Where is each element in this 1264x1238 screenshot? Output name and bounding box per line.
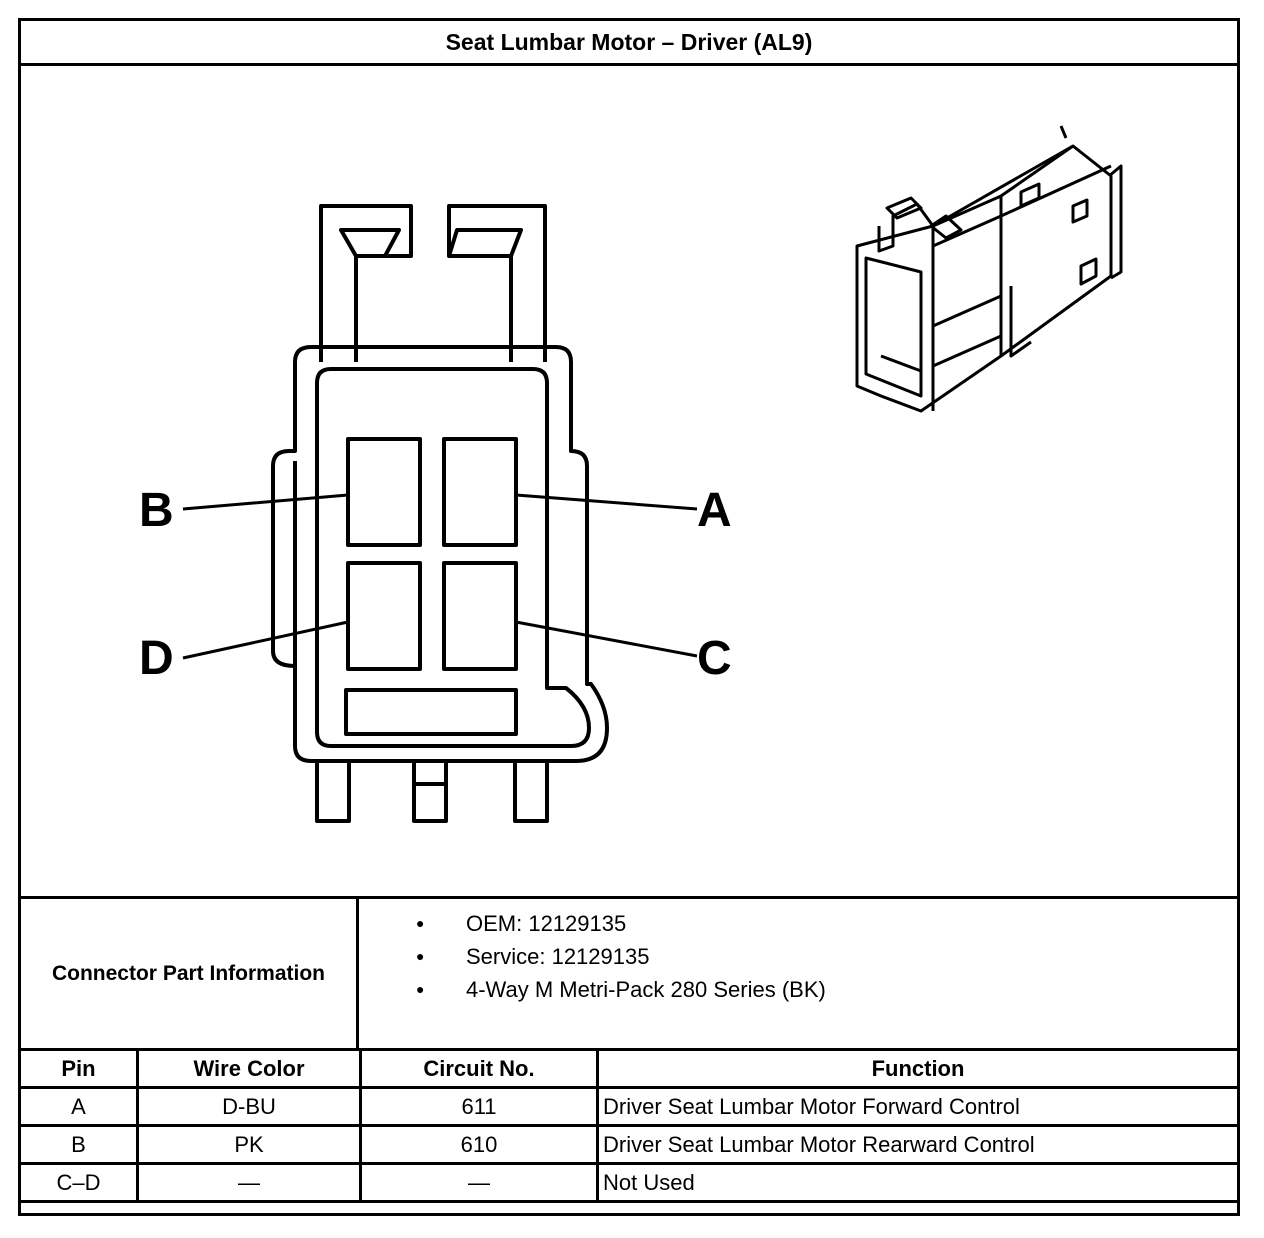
info-item-oem: OEM: 12129135 xyxy=(416,907,826,940)
cell-circuit: 611 xyxy=(359,1086,599,1127)
housing-outer xyxy=(271,345,609,763)
locking-tab-right xyxy=(447,204,547,362)
pin-label-d: D xyxy=(139,632,174,685)
connector-sheet: Seat Lumbar Motor – Driver (AL9) xyxy=(18,18,1240,1216)
cell-pin: C–D xyxy=(18,1162,139,1203)
table-row: A D-BU 611 Driver Seat Lumbar Motor Forw… xyxy=(18,1086,1240,1127)
cell-function: Driver Seat Lumbar Motor Rearward Contro… xyxy=(596,1124,1240,1165)
cell-function: Driver Seat Lumbar Motor Forward Control xyxy=(596,1086,1240,1127)
sheet-title: Seat Lumbar Motor – Driver (AL9) xyxy=(21,21,1237,66)
connector-info-list: OEM: 12129135 Service: 12129135 4-Way M … xyxy=(416,907,826,1006)
info-item-series: 4-Way M Metri-Pack 280 Series (BK) xyxy=(416,973,826,1006)
bottom-peg-right xyxy=(513,759,549,823)
pin-table-header: Pin Wire Color Circuit No. Function xyxy=(18,1048,1240,1089)
pin-table: Pin Wire Color Circuit No. Function A D-… xyxy=(18,1048,1240,1203)
pin-label-b: B xyxy=(139,484,174,537)
connector-face-view: B A D C xyxy=(139,125,1123,823)
cell-wire-color: — xyxy=(136,1162,362,1203)
cavity-c xyxy=(442,561,518,671)
cell-pin: A xyxy=(18,1086,139,1127)
connector-diagram: B A D C xyxy=(21,66,1237,896)
cavity-b xyxy=(346,437,422,547)
housing-inner xyxy=(315,367,591,748)
connector-part-info: Connector Part Information OEM: 12129135… xyxy=(21,896,1237,1051)
bottom-peg-middle xyxy=(412,759,448,823)
cell-circuit: 610 xyxy=(359,1124,599,1165)
pin-leader-lines xyxy=(182,493,698,660)
pin-label-a: A xyxy=(697,484,732,537)
cavity-d xyxy=(346,561,422,671)
header-wire-color: Wire Color xyxy=(136,1048,362,1089)
connector-info-label: Connector Part Information xyxy=(21,899,359,1048)
table-row: B PK 610 Driver Seat Lumbar Motor Rearwa… xyxy=(18,1124,1240,1165)
pin-label-c: C xyxy=(697,632,732,685)
bottom-peg-left xyxy=(315,759,351,823)
cell-circuit: — xyxy=(359,1162,599,1203)
table-row: C–D — — Not Used xyxy=(18,1162,1240,1203)
header-function: Function xyxy=(596,1048,1240,1089)
cell-wire-color: PK xyxy=(136,1124,362,1165)
cavity-a xyxy=(442,437,518,547)
connector-isometric-illustration xyxy=(855,125,1123,413)
cell-wire-color: D-BU xyxy=(136,1086,362,1127)
cell-pin: B xyxy=(18,1124,139,1165)
header-pin: Pin xyxy=(18,1048,139,1089)
locking-tab-left xyxy=(319,204,413,362)
header-circuit: Circuit No. xyxy=(359,1048,599,1089)
cell-function: Not Used xyxy=(596,1162,1240,1203)
info-item-service: Service: 12129135 xyxy=(416,940,826,973)
key-slot xyxy=(344,688,518,736)
